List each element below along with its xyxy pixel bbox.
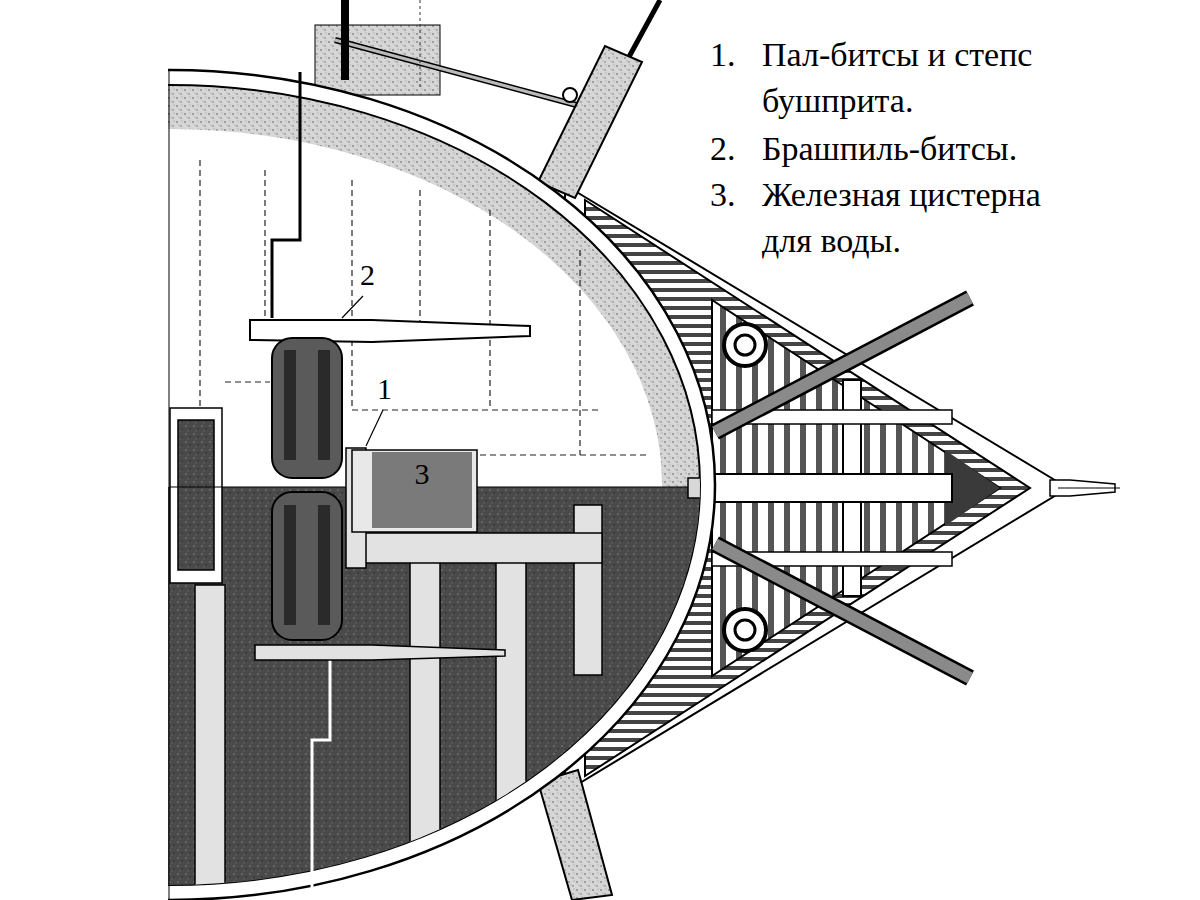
legend-note: Брашпиль-битсы.	[762, 126, 1097, 172]
legend-note: Пал-битсы и степс бушприта.	[762, 32, 1097, 124]
legend-note: Железная цистерна для воды.	[762, 172, 1097, 264]
callout-number: 1.	[710, 32, 736, 78]
callout-number: 3	[372, 454, 472, 494]
water-tank: 3	[372, 452, 472, 528]
callout-number: 2.	[710, 126, 736, 172]
callout-number: 2	[360, 258, 375, 292]
callout-number: 1	[377, 372, 392, 406]
callout-number: 3.	[710, 172, 736, 218]
